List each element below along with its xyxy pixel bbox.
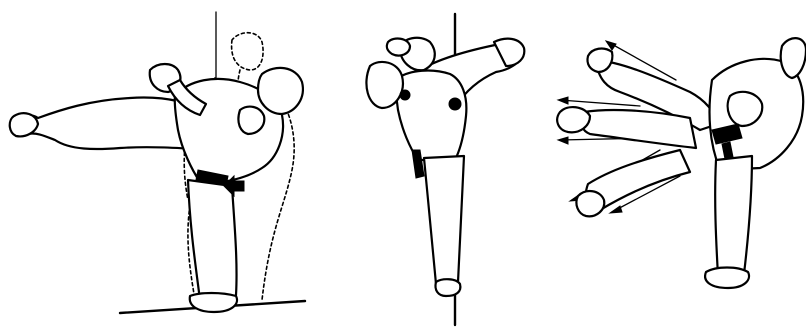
support-leg-right <box>715 156 752 276</box>
panel-force-direction <box>557 38 806 288</box>
guard-arm-right <box>728 92 763 126</box>
axis-pivot-dot <box>449 98 461 110</box>
support-foot <box>190 293 237 312</box>
support-foot-right <box>705 268 749 289</box>
high-kick-foot <box>587 49 612 72</box>
support-foot-front <box>435 279 460 296</box>
guard-arm-front <box>366 62 402 108</box>
panel-side-view <box>10 12 305 313</box>
torso-front <box>397 71 467 160</box>
low-kick-foot <box>576 191 604 216</box>
head-right <box>781 38 806 78</box>
support-leg-front <box>424 156 464 284</box>
support-leg <box>188 180 237 302</box>
middle-kick-foot <box>557 107 590 132</box>
hip-pivot-dot <box>400 90 410 100</box>
rear-fist <box>238 107 264 134</box>
panel-front-view <box>366 14 524 325</box>
middle-kick-leg <box>581 110 696 148</box>
head <box>258 68 303 114</box>
front-fist-2 <box>387 39 410 56</box>
